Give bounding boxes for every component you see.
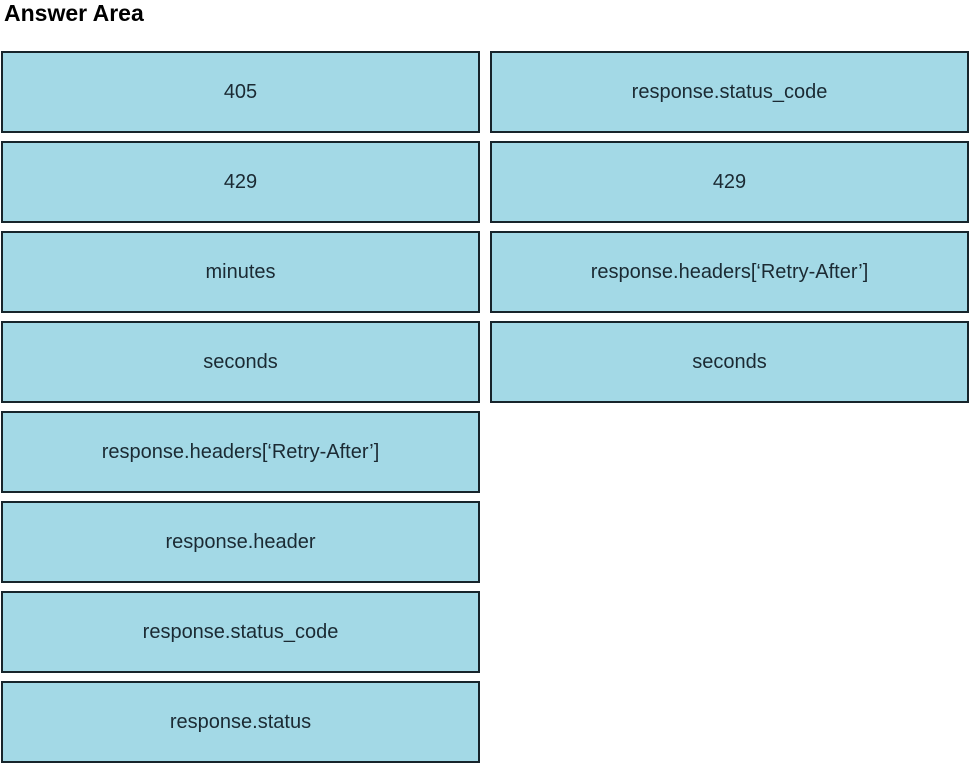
option-box[interactable]: 405	[1, 51, 480, 133]
answer-box[interactable]: response.headers[‘Retry-After’]	[490, 231, 969, 313]
option-box[interactable]: minutes	[1, 231, 480, 313]
option-box[interactable]: response.headers[‘Retry-After’]	[1, 411, 480, 493]
answer-box[interactable]: response.status_code	[490, 51, 969, 133]
answer-box[interactable]: seconds	[490, 321, 969, 403]
option-box[interactable]: 429	[1, 141, 480, 223]
option-box[interactable]: response.header	[1, 501, 480, 583]
answer-box[interactable]: 429	[490, 141, 969, 223]
option-box[interactable]: response.status_code	[1, 591, 480, 673]
option-box[interactable]: seconds	[1, 321, 480, 403]
option-box[interactable]: response.status	[1, 681, 480, 763]
page-title: Answer Area	[4, 0, 144, 26]
